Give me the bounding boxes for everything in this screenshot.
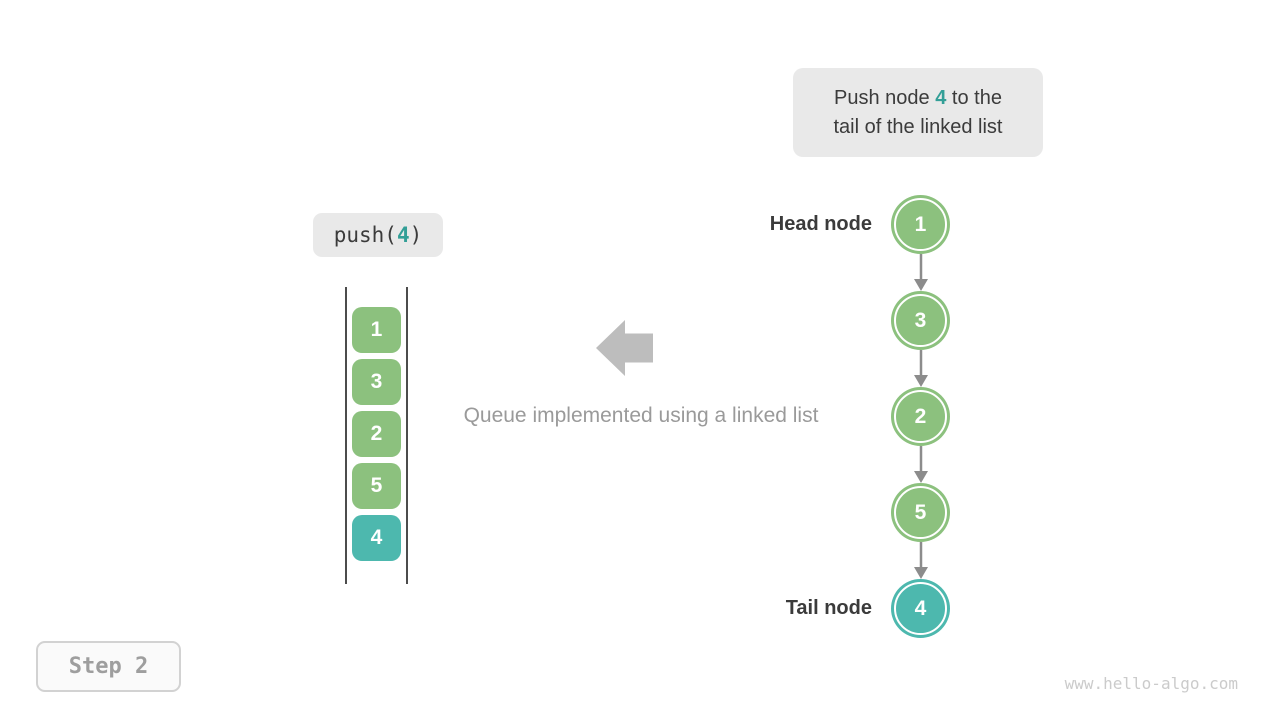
tail-node-label: Tail node	[785, 597, 872, 619]
stack-cell-1: 1	[352, 307, 401, 353]
list-node-4: 4	[891, 579, 950, 638]
left-block-arrow-icon	[596, 320, 653, 376]
list-node-5: 5	[891, 483, 950, 542]
head-node-label: Head node	[769, 213, 872, 235]
callout-line-2: tail of the linked list	[833, 115, 1003, 138]
list-node-value: 4	[914, 596, 927, 620]
stack-items: 1 3 2 5 4	[352, 307, 401, 561]
step-badge: Step 2	[36, 641, 181, 692]
list-node-value: 5	[914, 500, 927, 524]
stack-cell-3: 3	[352, 359, 401, 405]
stack-cell-5: 5	[352, 463, 401, 509]
linked-list-column: 1 3 2 5 4	[891, 195, 950, 638]
stack-cell-4: 4	[352, 515, 401, 561]
arrow-down-icon	[913, 446, 929, 483]
stack-cell-2: 2	[352, 411, 401, 457]
callout-line-1: Push node 4 to the	[834, 84, 1002, 113]
arrow-down-icon	[913, 254, 929, 291]
stack-right-rail	[406, 287, 408, 584]
list-node-3: 3	[891, 291, 950, 350]
callout-text: Push node	[834, 86, 936, 109]
list-node-1: 1	[891, 195, 950, 254]
list-node-value: 3	[914, 308, 927, 332]
arrow-down-icon	[913, 542, 929, 579]
push-label-prefix: push(	[333, 223, 397, 247]
list-node-2: 2	[891, 387, 950, 446]
arrow-down-icon	[913, 350, 929, 387]
callout-highlight-value: 4	[935, 86, 947, 109]
watermark-url: www.hello-algo.com	[1064, 674, 1238, 693]
push-label-suffix: )	[409, 223, 423, 247]
push-label-value: 4	[396, 223, 410, 247]
list-node-value: 1	[914, 212, 927, 236]
stack-left-rail	[345, 287, 347, 584]
callout-text: to the	[946, 86, 1002, 109]
list-node-value: 2	[914, 404, 927, 428]
push-operation-label: push(4)	[313, 213, 443, 257]
diagram-caption: Queue implemented using a linked list	[463, 404, 819, 427]
callout-push-node: Push node 4 to the tail of the linked li…	[793, 68, 1043, 157]
